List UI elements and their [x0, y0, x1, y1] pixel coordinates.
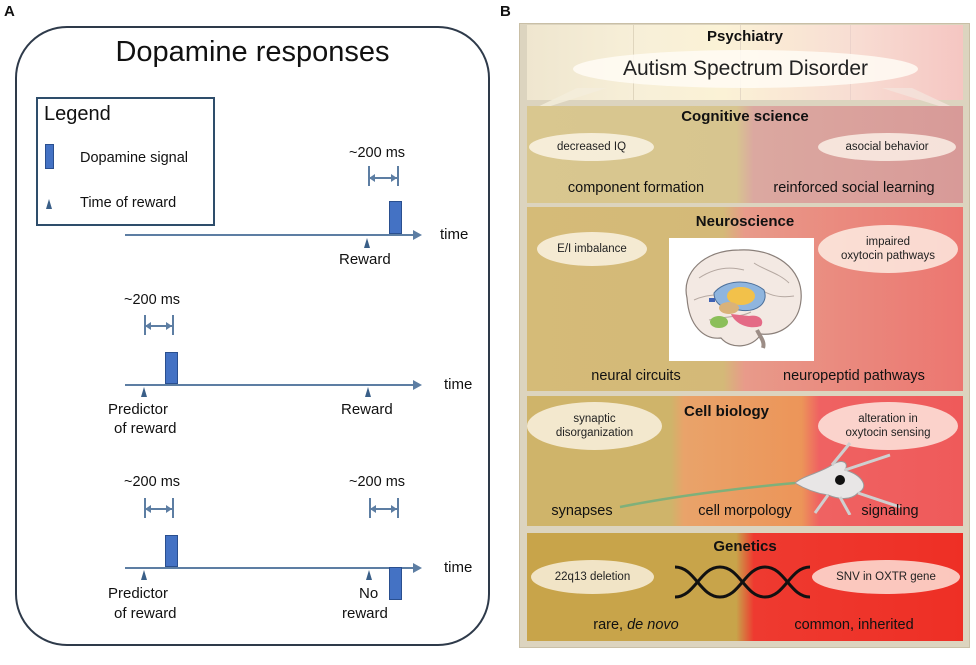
row2-delay-label: ~200 ms [124, 292, 181, 308]
row2-reward-marker-icon [365, 387, 371, 397]
brain-icon [685, 249, 802, 349]
row1-axis-arrow-icon [413, 230, 422, 240]
legend-title: Legend [44, 103, 111, 125]
row2-predictor-marker-icon [141, 387, 147, 397]
cognitive-left-ellipse: decreased IQ [529, 133, 654, 161]
legend-reward-marker-icon [46, 199, 52, 209]
row2-dopamine-signal [165, 352, 178, 384]
autism-ellipse: Autism Spectrum Disorder [573, 50, 918, 88]
row1-delay-tick-right [397, 166, 399, 186]
genetics-left-ellipse-text: 22q13 deletion [554, 571, 631, 583]
legend-signal-label: Dopamine signal [80, 150, 189, 166]
row3-predictor-marker-icon [141, 570, 147, 580]
legend-signal-swatch [45, 144, 54, 169]
row2-axis-label: time [444, 376, 473, 393]
cell-caption-morphology: cell morpology [698, 503, 792, 519]
row3-axis-label: time [444, 559, 473, 576]
row3-delay-arrow-left [145, 505, 172, 512]
panel-letter-a: A [4, 3, 15, 20]
row2-delay-tick-right [172, 315, 174, 335]
row3-delay-label-right: ~200 ms [349, 474, 406, 490]
genetics-left-caption-plain: rare, [593, 617, 628, 633]
row3-delay-tick-left-a [144, 498, 146, 518]
row3-delay-arrow-right [370, 505, 397, 512]
cell-caption-signaling: signaling [861, 503, 919, 519]
row1-axis-label: time [440, 226, 469, 243]
neuro-left-ellipse-text: E/I imbalance [557, 243, 627, 255]
row2-predictor-label-line1: Predictor [108, 401, 169, 418]
neuron-icon [619, 442, 901, 515]
legend-box [36, 97, 215, 226]
cognitive-left-caption: component formation [567, 180, 705, 196]
cognitive-left-ellipse-text: decreased IQ [556, 141, 627, 153]
genetics-left-caption: rare, de novo [527, 617, 745, 633]
row3-time-axis [125, 567, 415, 569]
neuro-right-ellipse: impaired oxytocin pathways [818, 225, 958, 273]
neuroscience-title: Neuroscience [695, 213, 795, 230]
cell-left-ellipse: synaptic disorganization [527, 402, 662, 450]
legend-reward-label: Time of reward [80, 195, 177, 211]
neuro-right-ellipse-line1: impaired [865, 236, 911, 248]
row1-reward-label: Reward [339, 251, 391, 268]
panel-a-title: Dopamine responses [115, 36, 390, 68]
row3-no-reward-label-line1: No [359, 585, 379, 602]
row3-delay-label-left: ~200 ms [124, 474, 181, 490]
genetics-left-caption-italic: de novo [627, 617, 679, 633]
genetics-right-caption: common, inherited [794, 617, 914, 633]
psychiatry-connector [529, 88, 961, 111]
neuro-left-ellipse: E/I imbalance [537, 232, 647, 266]
panel-letter-b: B [500, 3, 511, 20]
row2-reward-label: Reward [341, 401, 393, 418]
row2-delay-tick-left [144, 315, 146, 335]
row3-axis-arrow-icon [413, 563, 422, 573]
cell-right-ellipse: alteration in oxytocin sensing [818, 402, 958, 450]
neuro-left-caption: neural circuits [591, 368, 681, 384]
neuro-right-ellipse-line2: oxytocin pathways [841, 250, 935, 262]
row2-predictor-label-line2: of reward [114, 420, 177, 437]
cell-left-ellipse-line1: synaptic [573, 413, 616, 425]
row3-predictor-label-line1: Predictor [108, 585, 169, 602]
brain-image-frame [669, 238, 814, 361]
dna-icon [674, 565, 811, 599]
cell-right-ellipse-line2: oxytocin sensing [845, 427, 931, 439]
row2-time-axis [125, 384, 415, 386]
cell-right-ellipse-line1: alteration in [858, 413, 918, 425]
row2-axis-arrow-icon [413, 380, 422, 390]
neuro-right-caption: neuropeptid pathways [783, 368, 925, 384]
row3-dopamine-dip [389, 567, 402, 600]
row2-delay-arrow [145, 322, 172, 329]
row3-no-reward-marker-icon [366, 570, 372, 580]
cell-biology-title: Cell biology [684, 403, 770, 420]
row1-delay-arrow [369, 174, 397, 181]
row3-no-reward-label-line2: reward [342, 605, 388, 622]
row3-predictor-label-line2: of reward [114, 605, 177, 622]
cognitive-right-ellipse-text: asocial behavior [845, 141, 929, 153]
row1-time-axis [125, 234, 415, 236]
cell-left-ellipse-line2: disorganization [555, 427, 634, 439]
cell-caption-synapses: synapses [551, 503, 613, 519]
row1-dopamine-signal [389, 201, 402, 234]
genetics-right-ellipse-text: SNV in OXTR gene [836, 571, 936, 583]
row1-delay-tick-left [368, 166, 370, 186]
psychiatry-title: Psychiatry [707, 28, 783, 45]
row3-dopamine-signal [165, 535, 178, 567]
row3-delay-tick-right-b [397, 498, 399, 518]
autism-label: Autism Spectrum Disorder [622, 57, 869, 80]
cognitive-title: Cognitive science [681, 108, 809, 125]
row1-delay-label: ~200 ms [349, 145, 406, 161]
cognitive-right-caption: reinforced social learning [773, 180, 935, 196]
row3-delay-tick-left-b [172, 498, 174, 518]
genetics-right-ellipse: SNV in OXTR gene [812, 560, 960, 594]
row3-delay-tick-right-a [369, 498, 371, 518]
genetics-left-ellipse: 22q13 deletion [531, 560, 654, 594]
genetics-title: Genetics [713, 538, 777, 555]
row1-reward-marker-icon [364, 238, 370, 248]
cognitive-right-ellipse: asocial behavior [818, 133, 956, 161]
